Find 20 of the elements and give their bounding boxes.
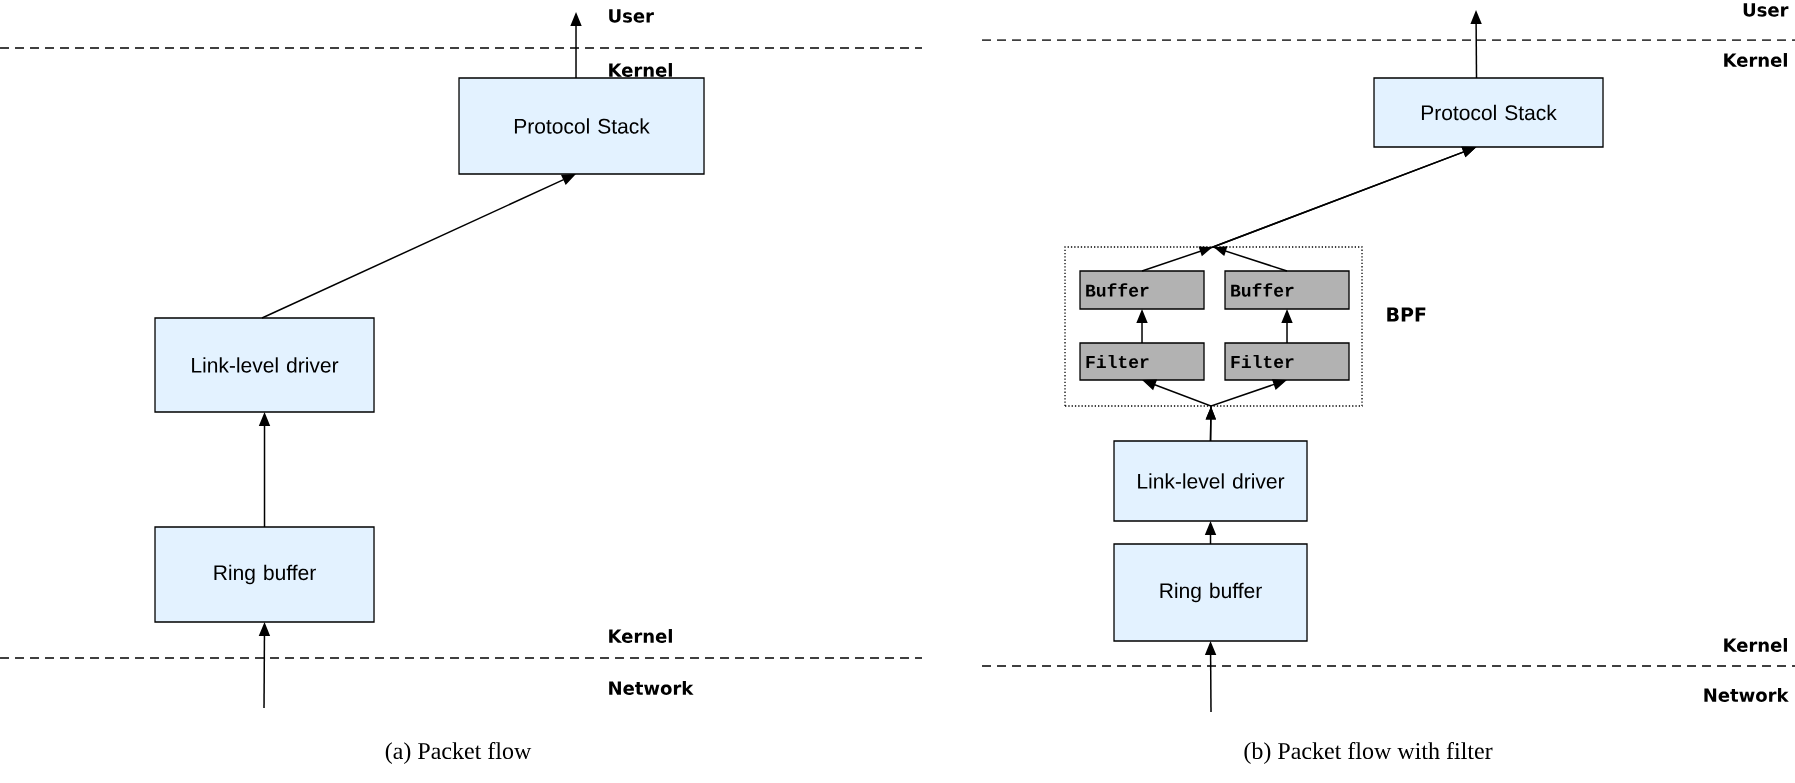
caption: (b) Packet flow with filter [1244, 742, 1493, 764]
caption: (a) Packet flow [385, 742, 532, 764]
layer-label: User [1743, 3, 1789, 17]
process-box: Ring buffer [154, 526, 375, 623]
process-box: Link-level driver [1113, 440, 1308, 522]
module-box: Buffer [1224, 270, 1350, 310]
layer-label: Kernel [609, 629, 672, 643]
layer-label: Network [1704, 688, 1789, 702]
group-label: BPF [1387, 307, 1426, 322]
layer-label: Kernel [1724, 638, 1787, 652]
process-box: Ring buffer [1113, 543, 1308, 642]
process-box: Link-level driver [154, 317, 375, 413]
layer-label: User [609, 9, 654, 23]
module-box: Buffer [1079, 270, 1205, 310]
layer-label: Kernel [1724, 53, 1787, 67]
module-box: Filter [1224, 342, 1350, 381]
module-box: Filter [1079, 342, 1205, 381]
process-box: Protocol Stack [1373, 77, 1604, 148]
layer-label: Network [609, 681, 694, 695]
process-box: Protocol Stack [458, 77, 705, 175]
